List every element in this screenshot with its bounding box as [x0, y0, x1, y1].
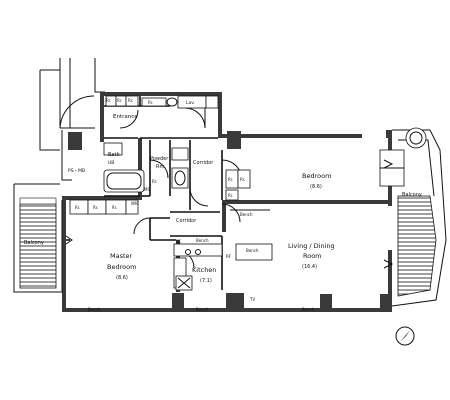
label-master-size: (8.6): [116, 275, 128, 281]
room-labels: Entrance Bath UB Powder Rm. Corridor Cor…: [107, 114, 335, 284]
label-bench-5: Bench: [196, 307, 209, 312]
master-closets: [69, 199, 139, 215]
top-rooms: [105, 95, 219, 109]
kitchen: [173, 243, 273, 291]
label-bench-6: Bench: [302, 307, 315, 312]
label-tv: TV: [249, 297, 255, 302]
label-master-1: Master: [110, 252, 133, 260]
label-living-2: Room: [303, 252, 322, 260]
label-rf: RF: [226, 254, 232, 259]
label-rr-8: Rr.: [228, 193, 233, 198]
label-bench-4: Bench: [88, 307, 101, 312]
label-rr-7: Rr.: [240, 177, 245, 182]
label-balcony-right: Balcony: [402, 192, 422, 198]
label-rr-9: Rr.: [75, 205, 80, 210]
left-balcony: [13, 183, 63, 293]
label-powder-2: Rm.: [156, 164, 166, 170]
washbasin: [171, 147, 189, 189]
interior-walls: [66, 96, 223, 290]
label-bath-size: UB: [108, 160, 114, 166]
label-sc: SC: [176, 239, 182, 244]
label-rr-10: Rr.: [93, 205, 98, 210]
exterior-walls: [62, 92, 392, 312]
label-balcony-left: Balcony: [24, 240, 44, 246]
label-master-2: Bedroom: [107, 263, 136, 271]
label-ps-mb: PS・MB: [68, 168, 85, 174]
label-bench-3: Bench: [246, 248, 259, 253]
label-lav: Lav.: [186, 100, 195, 106]
label-rr-1: Rr.: [106, 98, 111, 103]
label-rr-5: Rr.: [152, 179, 157, 184]
label-entrance: Entrance: [113, 114, 138, 120]
windows: [65, 159, 394, 269]
label-wic: WIC: [131, 201, 139, 206]
label-bench-2: Bench: [196, 238, 209, 243]
bedroom-closets: [225, 169, 270, 211]
label-bedroom: Bedroom: [302, 172, 331, 180]
doors: [59, 95, 243, 269]
label-rr-4: Rr.: [148, 100, 153, 105]
label-living-1: Living / Dining: [288, 242, 335, 250]
label-bath: Bath: [108, 152, 120, 158]
label-rr-2: Rr.: [117, 98, 122, 103]
label-rr-3: Rr.: [128, 98, 133, 103]
bathtub: [103, 142, 145, 193]
outer-walls: [39, 58, 105, 181]
label-bedroom-size: (8.6): [310, 184, 322, 190]
label-rr-6: Rr.: [228, 177, 233, 182]
label-powder-1: Powder: [150, 156, 169, 162]
right-balcony: [379, 127, 447, 307]
label-rr-11: Rr.: [112, 205, 117, 210]
small-labels: Balcony Balcony PS・MB Rr. Rr. Rr. Rr. La…: [24, 98, 422, 312]
label-bench-1: Bench: [240, 212, 253, 217]
label-living-size: (16.4): [302, 264, 317, 270]
label-corridor-2: Corridor: [176, 218, 197, 224]
label-ms: MS: [144, 187, 150, 192]
compass-icon: [395, 326, 415, 346]
label-corridor-1: Corridor: [193, 160, 214, 166]
label-kitchen: Kitchen: [192, 266, 216, 274]
label-kitchen-size: (7.1): [200, 278, 212, 284]
